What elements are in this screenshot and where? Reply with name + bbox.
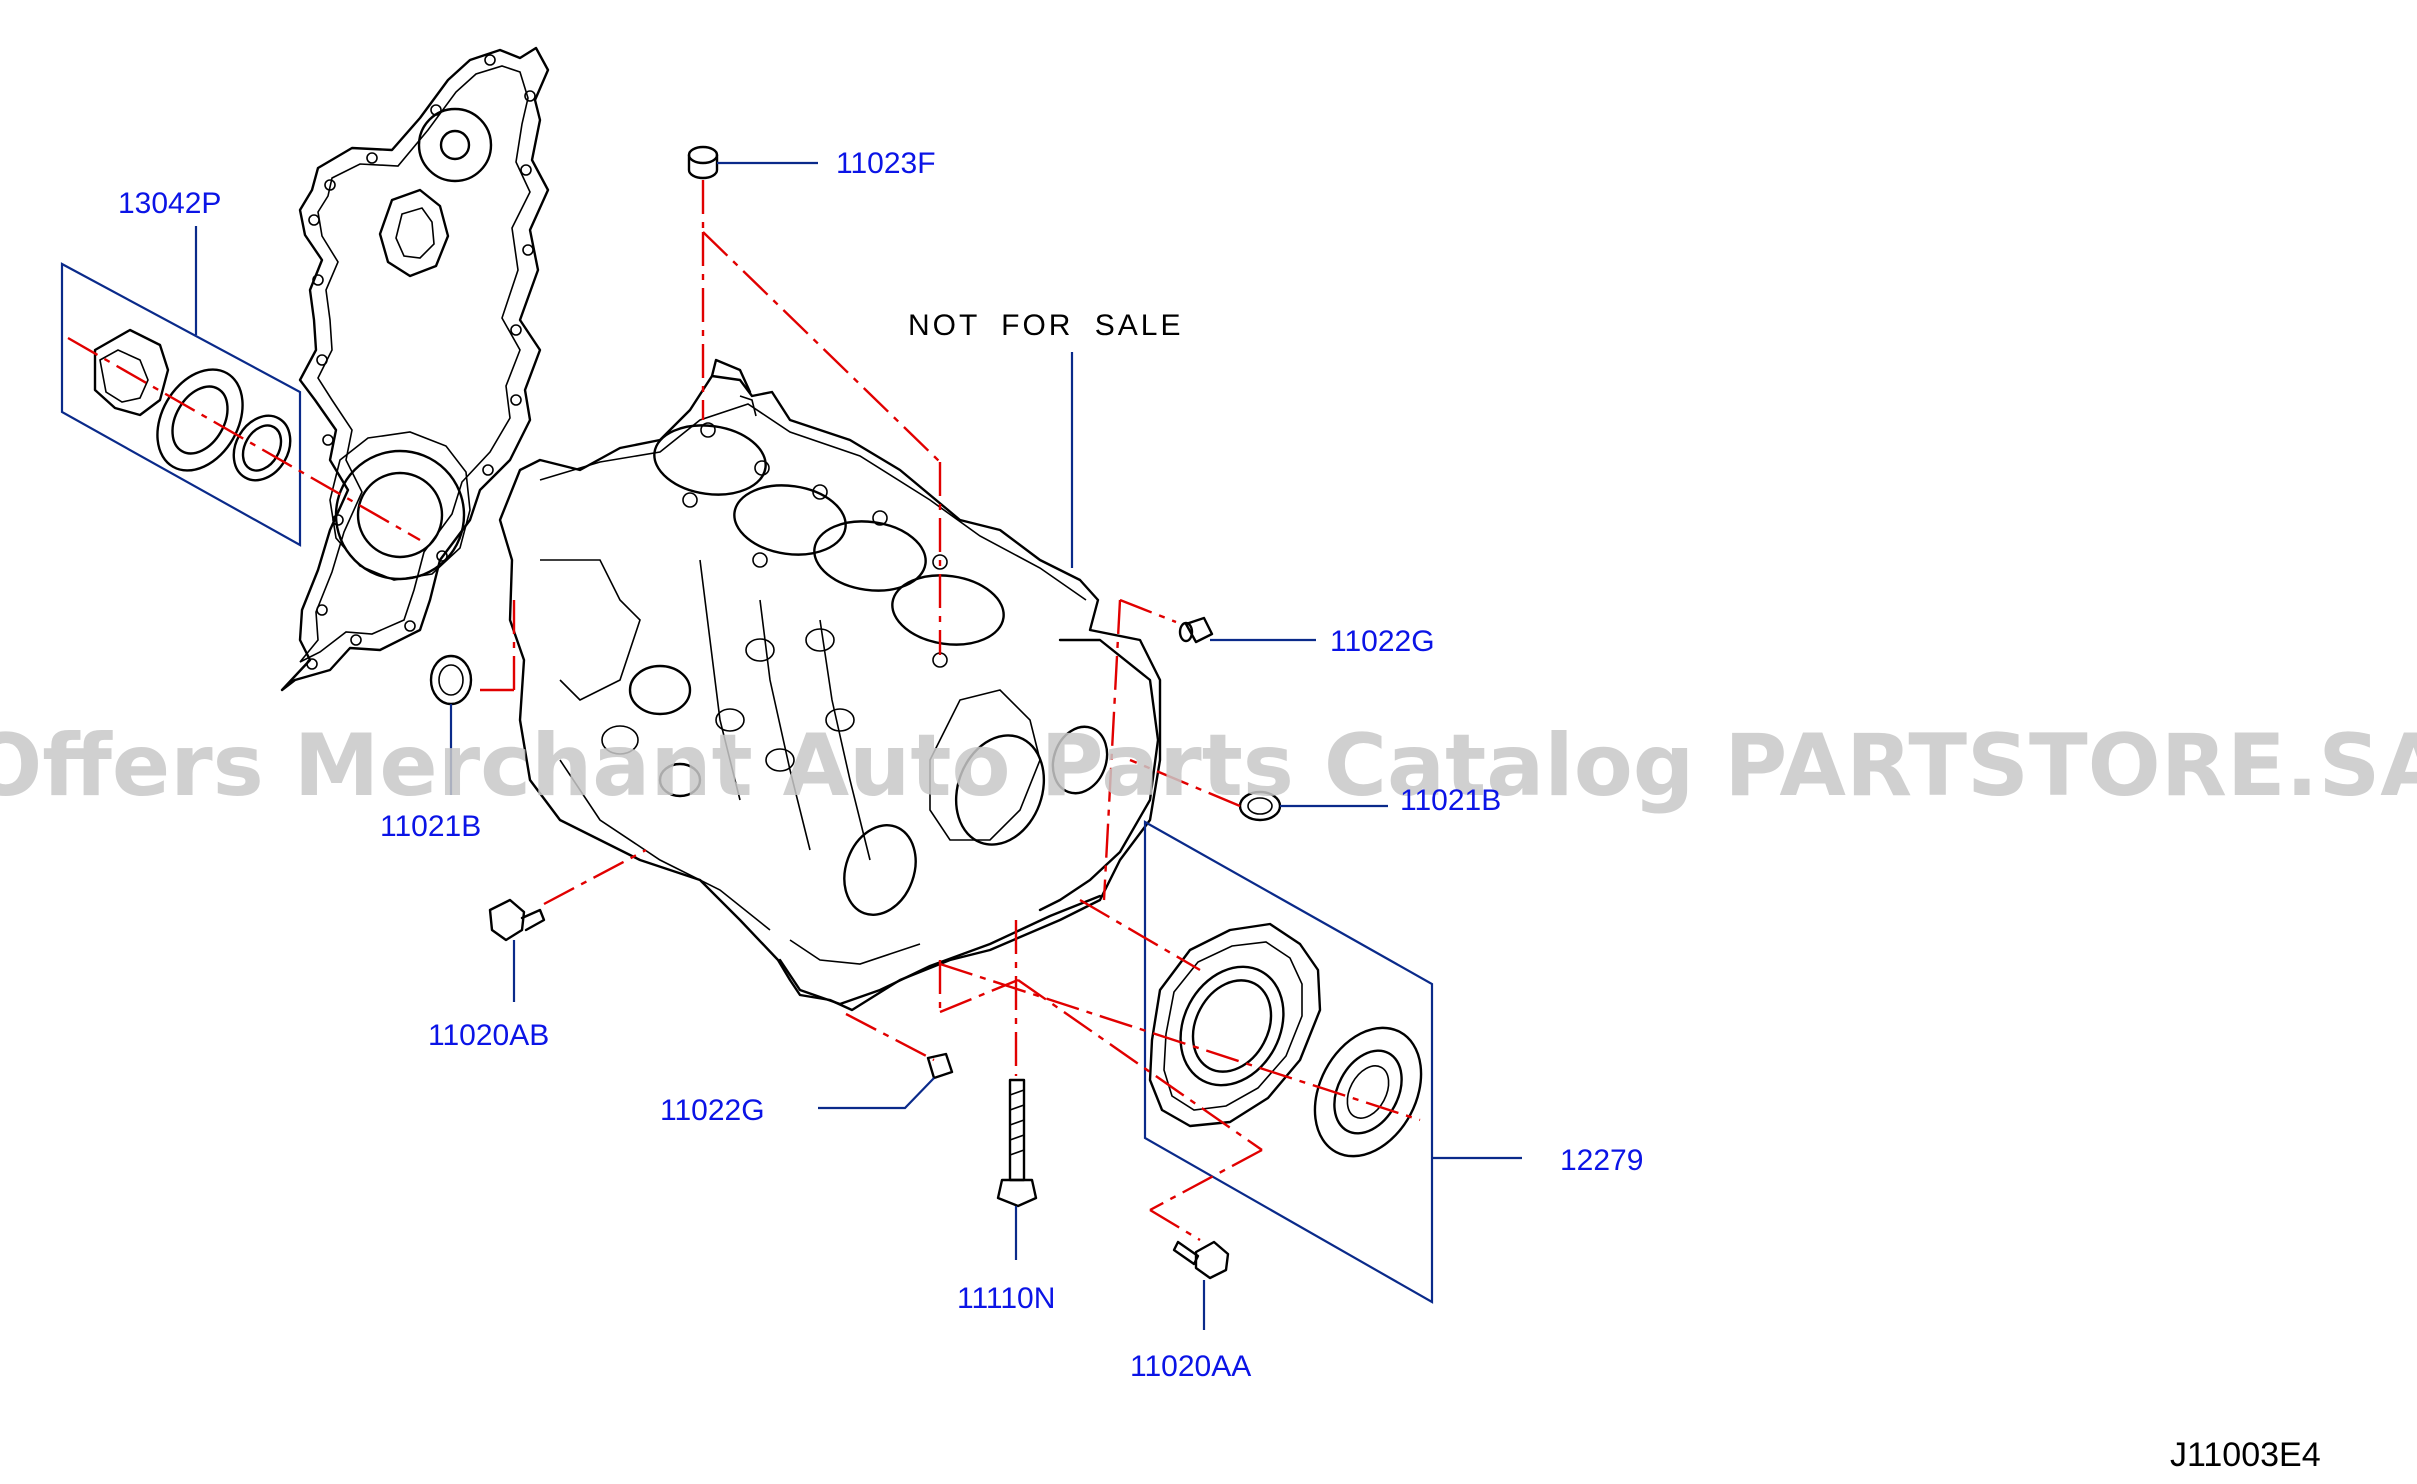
part-link-11023F[interactable]: 11023F — [836, 147, 936, 180]
timing-chain-cover-drawing — [280, 46, 550, 692]
part-label-11020AB[interactable]: 11020AB — [428, 1019, 549, 1052]
part-link-11021B-right[interactable]: 11021B — [1400, 784, 1501, 817]
part-label-12279[interactable]: 12279 — [1560, 1144, 1643, 1177]
part-label-11020AA[interactable]: 11020AA — [1130, 1350, 1251, 1383]
not-for-sale-note: NOT FOR SALE — [908, 309, 1184, 342]
part-label-11021B-left[interactable]: 11021B — [380, 810, 481, 843]
part-label-11021B-right[interactable]: 11021B — [1400, 784, 1501, 817]
cylinder-block-drawing — [498, 358, 1162, 1012]
rear-seal-retainer-drawing — [1143, 820, 1434, 1304]
leader-lines — [194, 161, 1522, 1330]
part-link-11022G-bottom[interactable]: 11022G — [660, 1094, 765, 1127]
assembly-centerlines — [67, 180, 1421, 1242]
part-label-11022G-right[interactable]: 11022G — [1330, 625, 1435, 658]
part-label-11110N[interactable]: 11110N — [957, 1282, 1055, 1315]
part-label-11023F[interactable]: 11023F — [836, 147, 936, 180]
part-link-11021B-left[interactable]: 11021B — [380, 810, 481, 843]
part-label-11022G-bottom[interactable]: 11022G — [660, 1094, 765, 1127]
diagram-code: J11003E4 — [2170, 1436, 2321, 1474]
part-link-11020AB[interactable]: 11020AB — [428, 1019, 549, 1052]
watermark-text: Offers Merchant Auto Parts Catalog PARTS… — [0, 716, 2417, 816]
front-seal-kit-drawing — [60, 262, 302, 547]
part-link-12279[interactable]: 12279 — [1560, 1144, 1643, 1177]
part-link-11110N[interactable]: 11110N — [957, 1282, 1055, 1315]
part-link-13042P[interactable]: 13042P — [118, 187, 221, 220]
part-label-13042P[interactable]: 13042P — [118, 187, 221, 220]
part-link-11020AA[interactable]: 11020AA — [1130, 1350, 1251, 1383]
part-link-11022G-right[interactable]: 11022G — [1330, 625, 1435, 658]
